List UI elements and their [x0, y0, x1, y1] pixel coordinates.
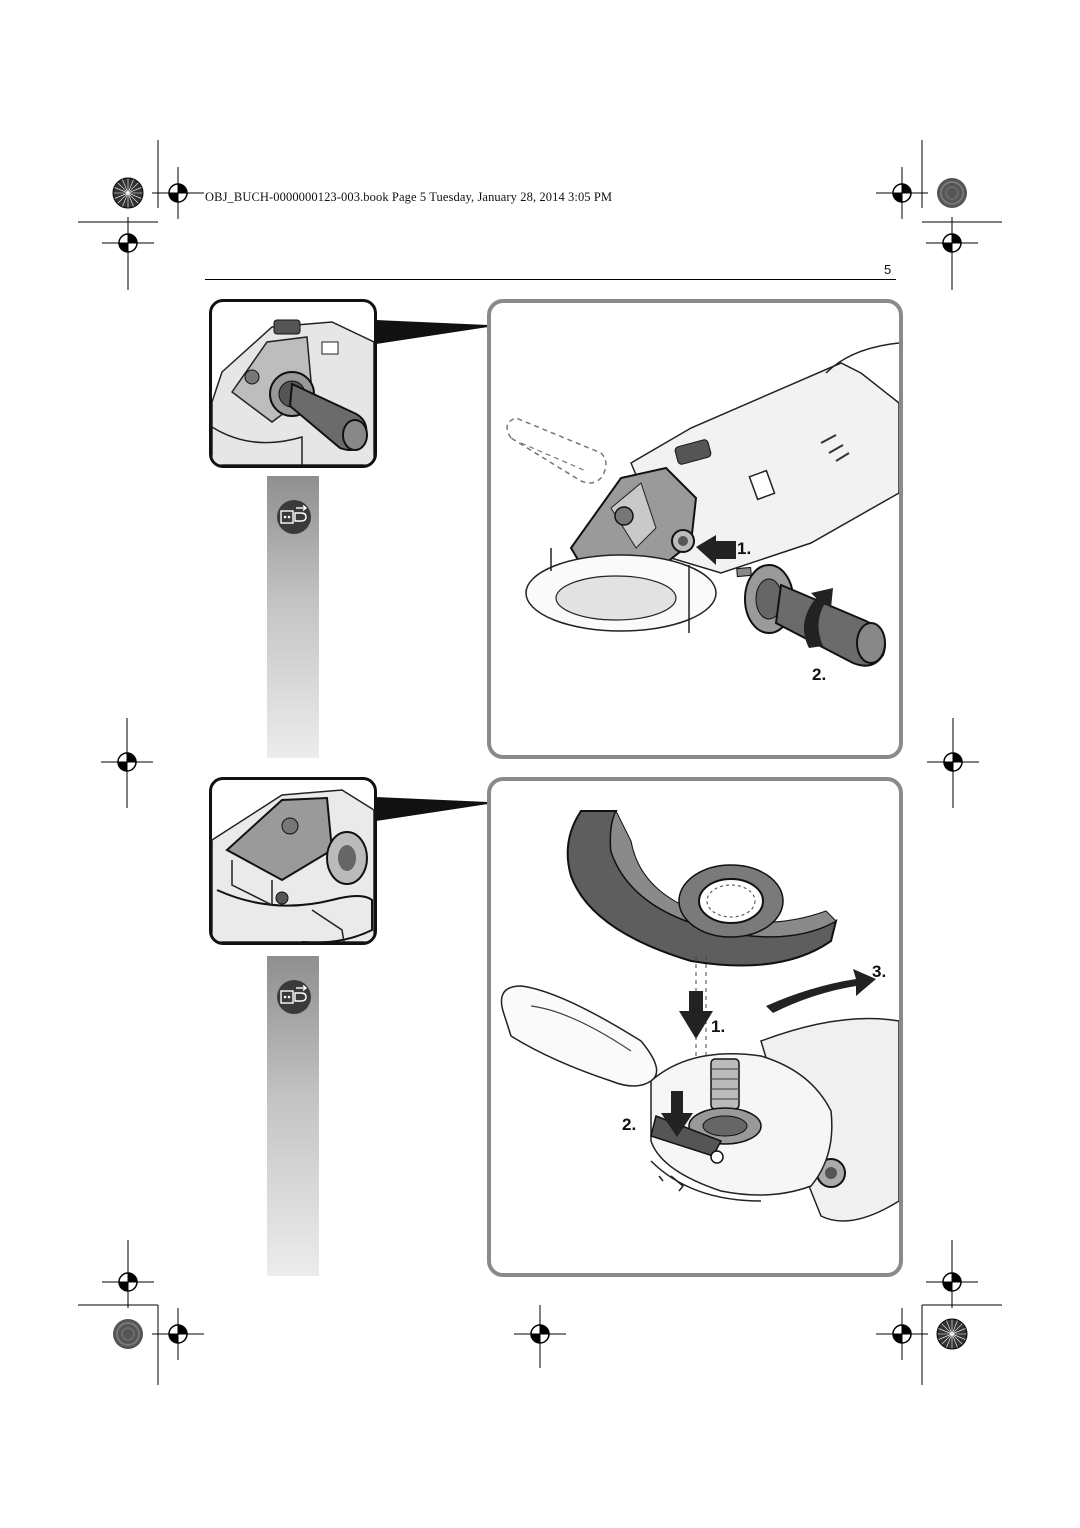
figure-panel-top	[487, 299, 903, 759]
step-label-2: 2.	[622, 1115, 637, 1134]
step-label-2: 2.	[812, 665, 827, 684]
page-number: 5	[884, 262, 892, 277]
grinder-auxiliary-handle-drawing	[506, 342, 899, 667]
inset-detail-top	[209, 299, 377, 468]
figure-panel-bottom	[487, 777, 903, 1277]
running-header: OBJ_BUCH-0000000123-003.book Page 5 Tues…	[205, 190, 613, 204]
inset-detail-bottom	[209, 777, 377, 945]
grinder-guard-mounting-drawing	[500, 809, 899, 1222]
callout-connector-top	[376, 320, 488, 344]
unplug-icon	[277, 500, 311, 534]
step-label-3: 3.	[872, 962, 887, 981]
callout-connector-bottom	[376, 797, 488, 821]
step-label-1: 1.	[737, 539, 752, 558]
grinder-handle-detail-drawing	[212, 319, 374, 465]
step-label-1: 1.	[711, 1017, 726, 1036]
grinder-guard-detail-drawing	[212, 789, 374, 942]
unplug-icon	[277, 980, 311, 1014]
header-rule	[205, 279, 896, 280]
